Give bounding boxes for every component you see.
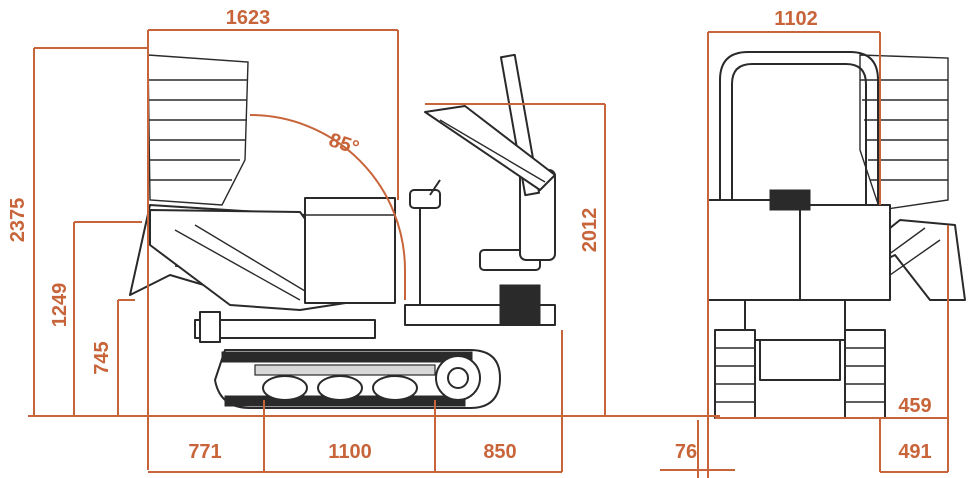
front-view-machine	[707, 51, 966, 419]
side-dimensions	[28, 29, 720, 473]
front-tracks	[714, 329, 886, 419]
label-850: 850	[483, 441, 516, 463]
dimension-labels: 1623 1102 2375 1249 745 2012 85° 771 110…	[7, 7, 932, 463]
label-1100: 1100	[328, 441, 371, 463]
front-engine-cover	[707, 199, 801, 301]
label-459: 459	[898, 395, 931, 417]
label-745: 745	[91, 341, 113, 374]
label-85-degrees: 85°	[326, 129, 362, 159]
front-chassis	[744, 299, 846, 341]
side-engine-cover	[304, 197, 396, 304]
side-chassis	[194, 319, 376, 339]
side-raised-bucket	[147, 54, 249, 206]
label-1623: 1623	[226, 7, 271, 29]
label-491: 491	[898, 441, 931, 463]
label-771: 771	[188, 441, 221, 463]
side-rops-bar	[424, 53, 556, 197]
side-view-machine	[129, 53, 556, 409]
label-76: 76	[675, 441, 697, 463]
label-2375: 2375	[7, 198, 29, 243]
label-2012: 2012	[579, 208, 601, 253]
side-track	[214, 349, 501, 409]
tilt-angle-arc	[249, 114, 406, 271]
label-1102: 1102	[774, 8, 817, 30]
label-1249: 1249	[49, 283, 71, 328]
side-operator-area	[404, 169, 556, 326]
front-dimensions	[660, 31, 949, 478]
